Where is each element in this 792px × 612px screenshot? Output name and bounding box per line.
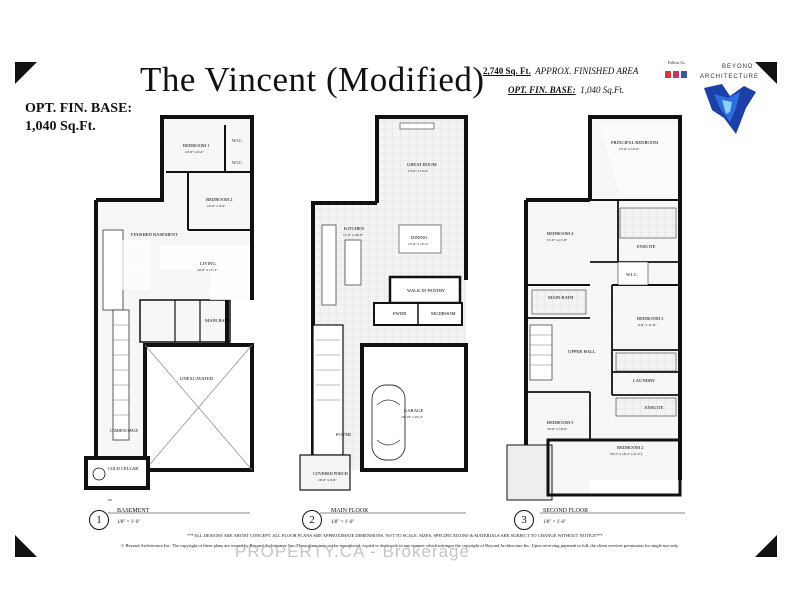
room-size-garage: 19'-10" x 19'-2" bbox=[401, 415, 424, 419]
finished-area: 2,740 Sq. Ft. APPROX. FINISHED AREA bbox=[483, 66, 638, 76]
facebook-icon[interactable] bbox=[681, 71, 687, 78]
room-label-living: LIVING bbox=[200, 261, 217, 266]
copyright-text: © Beyond Architecture Inc. The copyright… bbox=[120, 543, 680, 548]
finished-area-label: APPROX. FINISHED AREA bbox=[535, 66, 639, 76]
instagram-icon[interactable] bbox=[673, 71, 679, 78]
second-floor-scale: 1/8" = 1'-0" bbox=[543, 520, 567, 525]
opt-fin-base-area: OPT. FIN. BASE: 1,040 Sq.Ft. bbox=[508, 85, 624, 95]
room-label-cold-cellar: COLD CELLAR bbox=[108, 466, 138, 471]
corner-mark-top-right bbox=[755, 62, 777, 84]
room-label-bedroom1: BEDROOM 1 bbox=[183, 143, 210, 148]
opt-area-value: 1,040 Sq.Ft. bbox=[580, 85, 625, 95]
disclaimer-text: ***ALL DESIGNS ARE ARTIST CONCEPT. ALL F… bbox=[187, 533, 603, 538]
room-size-bedroom1: 10'-8" x 9'-4" bbox=[185, 150, 204, 154]
room-label-wic: W.I.C. bbox=[626, 272, 638, 277]
room-size-covered-porch: 10'-0" x 6'-0" bbox=[318, 478, 337, 482]
room-size-kitchen: 11'-0" x 20'-0" bbox=[343, 233, 364, 237]
room-size-great-room: 15'-0" x 15'-0" bbox=[408, 169, 429, 173]
social-icons bbox=[665, 71, 687, 78]
opt-fin-base-label: OPT. FIN. BASE: bbox=[25, 101, 133, 116]
room-size-bedroom3: 9'-8" x 11'-8" bbox=[638, 323, 657, 327]
car-outline bbox=[371, 384, 406, 461]
room-label-principal-bedroom: PRINCIPAL BEDROOM bbox=[611, 140, 658, 145]
corner-mark-top-left bbox=[15, 62, 37, 84]
room-label-ensuite-2: ENSUITE bbox=[645, 405, 664, 410]
room-label-ensuite-1: ENSUITE bbox=[637, 244, 656, 249]
room-label-dining: DINING bbox=[411, 235, 428, 240]
room-label-bedroom4: BEDROOM 4 bbox=[547, 231, 574, 236]
youtube-icon[interactable] bbox=[665, 71, 671, 78]
room-label-main-bath: MAIN BATH bbox=[205, 318, 231, 323]
plan-number-3: 3 bbox=[514, 510, 534, 530]
room-label-garage: GARAGE bbox=[404, 408, 423, 413]
beyond-logo-icon bbox=[704, 84, 756, 134]
corner-mark-bottom-right bbox=[755, 535, 777, 557]
room-label-walk-in-pantry: WALK IN PANTRY bbox=[407, 288, 446, 293]
plan-title: The Vincent (Modified) bbox=[140, 60, 485, 99]
room-label-common-space: COMMON SPACE bbox=[110, 429, 139, 433]
room-size-principal-bedroom: 15'-0" x 14'-0" bbox=[619, 147, 640, 151]
second-floor-name: SECOND FLOOR bbox=[543, 508, 589, 514]
room-size-bedroom2: 10'-0" x 9'-2" bbox=[207, 204, 226, 208]
room-size-bedroom2: 18'-2" x 16'-2" (12'-2") bbox=[610, 452, 643, 456]
plan-number-2: 2 bbox=[302, 510, 322, 530]
room-label-bedroom2: BEDROOM 2 bbox=[206, 197, 233, 202]
room-label-bedroom5: BEDROOM 5 bbox=[547, 420, 574, 425]
roof-area bbox=[506, 444, 553, 501]
basement-caption: BASEMENT 1/8" = 1'-0" bbox=[117, 508, 149, 525]
room-label-kitchen: KITCHEN bbox=[344, 226, 365, 231]
basement-scale: 1/8" = 1'-0" bbox=[117, 520, 141, 525]
opt-fin-base-heading: OPT. FIN. BASE: 1,040 Sq.Ft. bbox=[25, 100, 132, 136]
room-label-bedroom3: BEDROOM 3 bbox=[637, 316, 664, 321]
basement-plan: BEDROOM 1 10'-8" x 9'-4" W.I.C. W.I.C. B… bbox=[84, 115, 254, 514]
room-label-main-bath: MAIN BATH bbox=[548, 295, 574, 300]
room-label-wic-2: W.I.C. bbox=[232, 160, 242, 165]
room-size-living: 19'-8" x 15'-2" bbox=[197, 268, 218, 272]
basement-name: BASEMENT bbox=[117, 508, 150, 514]
room-label-covered-porch: COVERED PORCH bbox=[313, 471, 348, 476]
room-size-dining: 15'-0" x 12'-2" bbox=[408, 242, 429, 246]
opt-fin-base-value: 1,040 Sq.Ft. bbox=[25, 119, 96, 134]
second-floor-plan: PRINCIPAL BEDROOM 15'-0" x 14'-0" BEDROO… bbox=[506, 115, 685, 514]
room-label-bedroom2: BEDROOM 2 bbox=[617, 445, 644, 450]
room-label-mudroom: MUDROOM bbox=[431, 311, 456, 316]
logo-name: BEYOND bbox=[722, 64, 754, 70]
main-floor-caption: MAIN FLOOR 1/8" = 1'-0" bbox=[331, 508, 368, 525]
main-floor-scale: 1/8" = 1'-0" bbox=[331, 520, 355, 525]
opt-area-label: OPT. FIN. BASE: bbox=[508, 85, 576, 95]
corner-mark-bottom-left bbox=[15, 535, 37, 557]
room-label-upper-hall: UPPER HALL bbox=[568, 349, 596, 354]
room-size-bedroom4: 11'-0" x 11'-6" bbox=[547, 238, 568, 242]
room-label-great-room: GREAT ROOM bbox=[407, 162, 437, 167]
room-label-laundry: LAUNDRY bbox=[633, 378, 656, 383]
main-floor-plan: GREAT ROOM 15'-0" x 15'-0" KITCHEN 11'-0… bbox=[299, 115, 468, 514]
room-label-wic-1: W.I.C. bbox=[232, 138, 242, 143]
brokerage-watermark: PROPERTY.CA - Brokerage bbox=[235, 542, 470, 561]
room-label-finished-basement: FINISHED BASEMENT bbox=[131, 232, 178, 237]
plan-number-1: 1 bbox=[89, 510, 109, 530]
room-size-bedroom5: 10'-6" x 10'-0" bbox=[547, 427, 568, 431]
covered-porch-area bbox=[299, 454, 351, 491]
follow-us-label: Follow Us bbox=[668, 60, 685, 65]
room-label-unexcavated: UNEXCAVATED bbox=[180, 376, 214, 381]
logo-subtitle: ARCHITECTURE bbox=[700, 74, 760, 80]
finished-area-sqft: 2,740 Sq. Ft. bbox=[483, 66, 531, 76]
room-label-foyer: FOYER bbox=[336, 432, 352, 437]
room-label-pwdr: PWDR bbox=[393, 311, 407, 316]
second-floor-caption: SECOND FLOOR 1/8" = 1'-0" bbox=[543, 508, 588, 525]
main-floor-name: MAIN FLOOR bbox=[331, 508, 369, 514]
